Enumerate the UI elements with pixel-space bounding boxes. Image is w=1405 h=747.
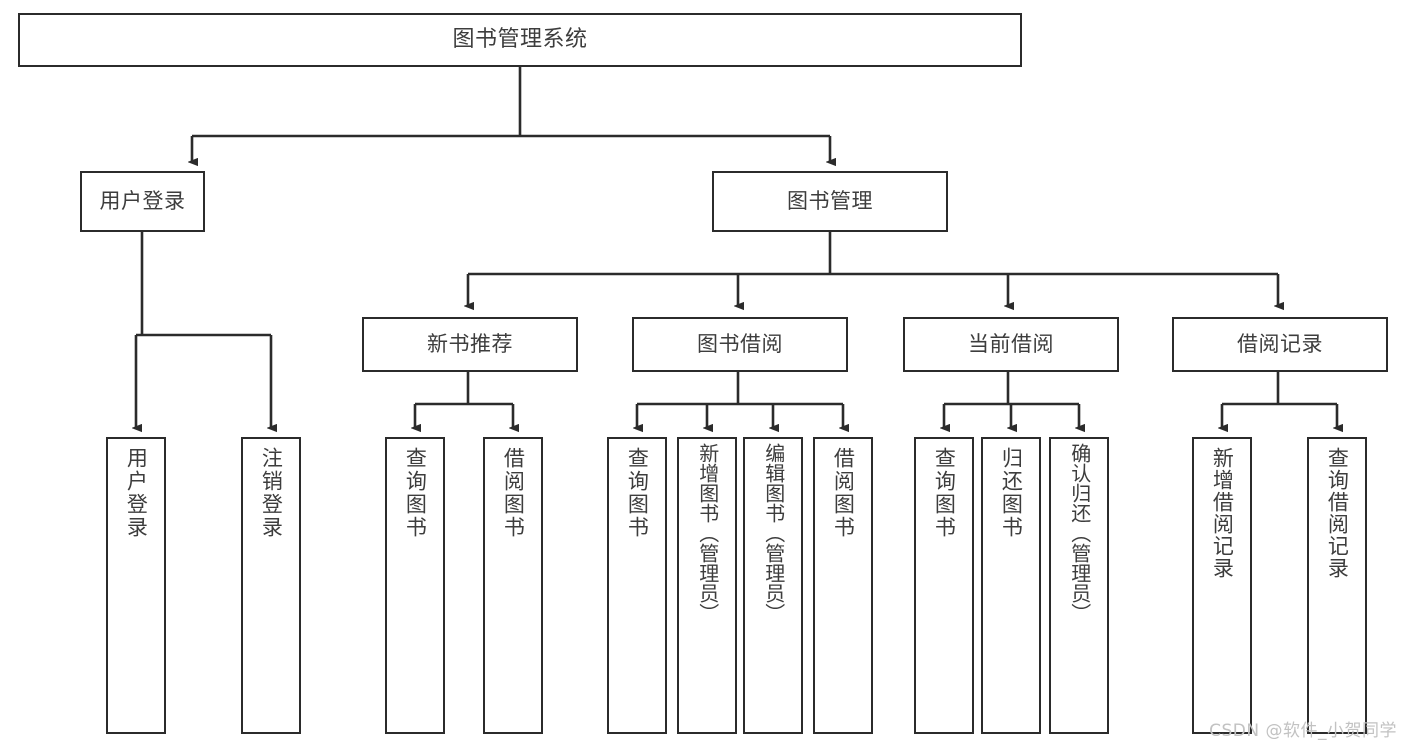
node-book-management-label: 图书管理 xyxy=(787,189,873,214)
node-current-borrow[interactable]: 当前借阅 xyxy=(903,317,1119,372)
node-root-book-management-system[interactable]: 图书管理系统 xyxy=(18,13,1022,67)
node-leaf-borrow-book-recommend[interactable]: 借阅图书 xyxy=(483,437,543,734)
node-new-book-recommend[interactable]: 新书推荐 xyxy=(362,317,578,372)
node-leaf-user-login[interactable]: 用户登录 xyxy=(106,437,166,734)
node-current-borrow-label: 当前借阅 xyxy=(968,332,1054,357)
node-user-login[interactable]: 用户登录 xyxy=(80,171,205,232)
node-root-label: 图书管理系统 xyxy=(452,27,588,53)
node-leaf-query-book-recommend[interactable]: 查询图书 xyxy=(385,437,445,734)
node-leaf-query-borrow-record-label: 查询借阅记录 xyxy=(1325,447,1350,579)
node-borrow-record[interactable]: 借阅记录 xyxy=(1172,317,1388,372)
node-leaf-borrow-book[interactable]: 借阅图书 xyxy=(813,437,873,734)
node-leaf-logout-label: 注销登录 xyxy=(259,447,284,539)
node-leaf-query-book-borrow[interactable]: 查询图书 xyxy=(607,437,667,734)
node-leaf-return-book[interactable]: 归还图书 xyxy=(981,437,1041,734)
node-leaf-add-book-admin-label: 新增图书（管理员） xyxy=(695,443,720,623)
node-leaf-edit-book-admin-label: 编辑图书（管理员） xyxy=(761,443,786,623)
node-leaf-edit-book-admin[interactable]: 编辑图书（管理员） xyxy=(743,437,803,734)
node-book-borrow[interactable]: 图书借阅 xyxy=(632,317,848,372)
node-leaf-confirm-return-admin-label: 确认归还（管理员） xyxy=(1067,443,1092,623)
node-leaf-query-book-current-label: 查询图书 xyxy=(932,447,957,539)
node-book-management[interactable]: 图书管理 xyxy=(712,171,948,232)
node-user-login-label: 用户登录 xyxy=(99,189,186,214)
node-borrow-record-label: 借阅记录 xyxy=(1237,332,1323,357)
node-book-borrow-label: 图书借阅 xyxy=(697,332,783,357)
node-leaf-query-borrow-record[interactable]: 查询借阅记录 xyxy=(1307,437,1367,734)
node-leaf-borrow-book-label: 借阅图书 xyxy=(831,447,856,539)
node-leaf-user-login-label: 用户登录 xyxy=(124,447,149,539)
node-leaf-add-borrow-record[interactable]: 新增借阅记录 xyxy=(1192,437,1252,734)
node-new-book-recommend-label: 新书推荐 xyxy=(427,332,513,357)
node-leaf-query-book-current[interactable]: 查询图书 xyxy=(914,437,974,734)
node-leaf-add-book-admin[interactable]: 新增图书（管理员） xyxy=(677,437,737,734)
node-leaf-query-book-recommend-label: 查询图书 xyxy=(403,447,428,539)
node-leaf-logout[interactable]: 注销登录 xyxy=(241,437,301,734)
node-leaf-return-book-label: 归还图书 xyxy=(999,447,1024,539)
node-leaf-add-borrow-record-label: 新增借阅记录 xyxy=(1210,447,1235,579)
watermark-text: CSDN @软件_小贺同学 xyxy=(1209,721,1397,741)
node-leaf-query-book-borrow-label: 查询图书 xyxy=(625,447,650,539)
node-leaf-confirm-return-admin[interactable]: 确认归还（管理员） xyxy=(1049,437,1109,734)
node-leaf-borrow-book-recommend-label: 借阅图书 xyxy=(501,447,526,539)
